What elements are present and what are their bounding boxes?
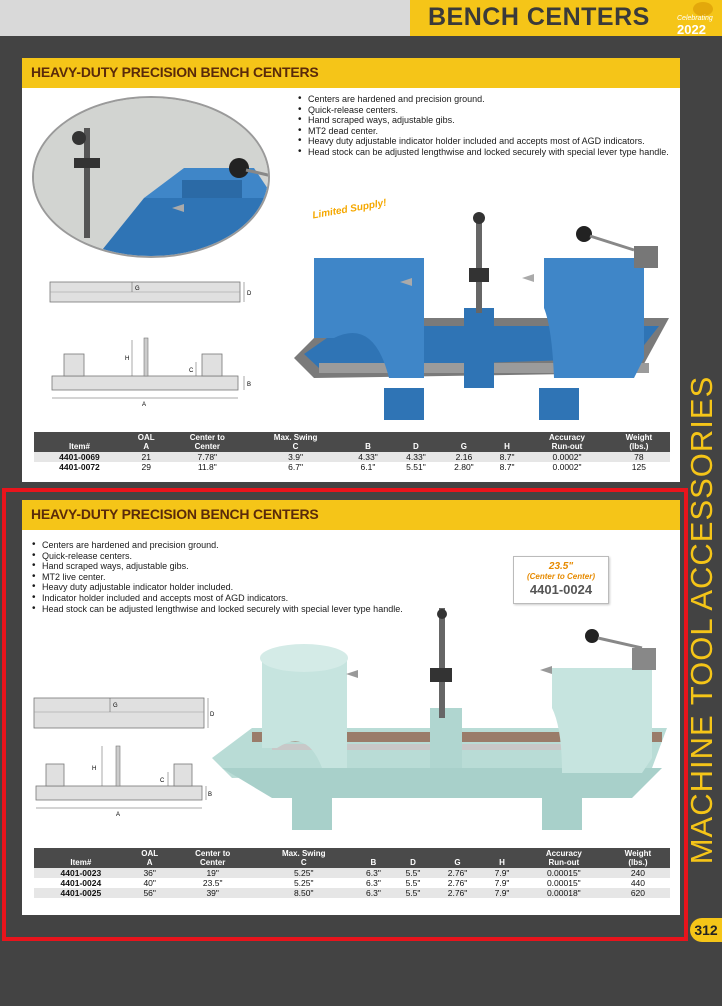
col-header-item: Item# [34, 432, 125, 452]
table-row: 4401-0023 36" 19" 5.25" 6.3" 5.5" 2.76" … [34, 868, 670, 878]
table-row: 4401-0072 29 11.8" 6.7" 6.1" 5.51" 2.80"… [34, 462, 670, 472]
dim-c-label: C [189, 368, 194, 374]
dim-h-label: H [125, 356, 129, 362]
callout-model: 4401-0024 [529, 582, 593, 597]
panel-2-feature-list: Centers are hardened and precision groun… [31, 540, 451, 614]
product-panel-2: HEAVY-DUTY PRECISION BENCH CENTERS Cente… [22, 500, 680, 915]
feature-item: MT2 live center. [31, 572, 451, 583]
feature-item: Heavy duty adjustable indicator holder i… [297, 136, 677, 147]
header-accent [410, 0, 722, 36]
callout-length: 23.5" [548, 561, 574, 572]
table-row: 4401-0069 21 7.78" 3.9" 4.33" 4.33" 2.16… [34, 452, 670, 462]
table-row: 4401-0025 56" 39" 8.50" 6.3" 5.5" 2.76" … [34, 888, 670, 898]
feature-item: Hand scraped ways, adjustable gibs. [31, 561, 451, 572]
callout-note: (Center to Center) [526, 572, 595, 581]
dim-g-label: G [135, 286, 140, 292]
detail-zoom-image [32, 96, 270, 258]
col-header-item: Item# [34, 848, 128, 868]
col-header-g: G [439, 432, 488, 452]
category-label: MACHINE TOOL ACCESSORIES [684, 375, 719, 865]
panel-2-title-bar: HEAVY-DUTY PRECISION BENCH CENTERS [22, 500, 680, 530]
feature-item: MT2 dead center. [297, 126, 677, 137]
panel-1-feature-list: Centers are hardened and precision groun… [297, 94, 677, 158]
anniversary-label: Celebrating [677, 15, 713, 22]
col-header-weight: Weight(lbs.) [607, 432, 670, 452]
panel-1-title-bar: HEAVY-DUTY PRECISION BENCH CENTERS [22, 58, 680, 88]
col-header-b: B [353, 848, 394, 868]
feature-item: Quick-release centers. [31, 551, 451, 562]
category-sidebar: MACHINE TOOL ACCESSORIES [684, 376, 720, 865]
col-header-h: H [487, 432, 527, 452]
dim-c-label: C [160, 778, 165, 784]
col-header-b: B [343, 432, 392, 452]
dim-d-label: D [247, 291, 252, 297]
col-header-d: D [393, 848, 433, 868]
dim-g-label: G [113, 703, 118, 709]
swoosh-icon [693, 2, 713, 16]
feature-item: Centers are hardened and precision groun… [31, 540, 451, 551]
col-header-d: D [391, 432, 440, 452]
selection-highlight-frame [2, 488, 688, 941]
col-header-weight: Weight(lbs.) [605, 848, 670, 868]
page-number: 312 [690, 918, 722, 942]
table-row: 4401-0024 40" 23.5" 5.25" 6.3" 5.5" 2.76… [34, 878, 670, 888]
feature-item: Head stock can be adjusted lengthwise an… [31, 604, 451, 615]
col-header-h: H [482, 848, 522, 868]
dim-a-label: A [142, 402, 146, 408]
dim-b-label: B [208, 792, 212, 798]
feature-item: Heavy duty adjustable indicator holder i… [31, 582, 451, 593]
col-header-g: G [432, 848, 483, 868]
zoom-detail-illustration [34, 98, 268, 256]
feature-item: Indicator holder included and accepts mo… [31, 593, 451, 604]
product-image-1 [294, 212, 669, 420]
top-header-bar: BENCH CENTERS Celebrating 2022 [0, 0, 722, 37]
feature-item: Quick-release centers. [297, 105, 677, 116]
page-title: BENCH CENTERS [428, 3, 650, 31]
dim-a-label: A [116, 812, 120, 818]
panel-2-title: HEAVY-DUTY PRECISION BENCH CENTERS [31, 506, 319, 522]
feature-item: Hand scraped ways, adjustable gibs. [297, 115, 677, 126]
anniversary-year: 2022 [677, 22, 706, 37]
dim-d-label: D [210, 712, 215, 718]
dimension-diagram-1: G D H C B A [49, 281, 252, 408]
panel-1-title: HEAVY-DUTY PRECISION BENCH CENTERS [31, 64, 319, 80]
model-callout: 23.5" (Center to Center) 4401-0024 [513, 556, 609, 604]
anniversary-badge: Celebrating 2022 [675, 2, 721, 37]
product-image-2 [212, 608, 667, 830]
dimension-diagram-2: G D H C B A [33, 697, 215, 818]
feature-item: Centers are hardened and precision groun… [297, 94, 677, 105]
feature-item: Head stock can be adjusted lengthwise an… [297, 147, 677, 158]
product-panel-1: HEAVY-DUTY PRECISION BENCH CENTERS Cente… [22, 58, 680, 482]
dim-b-label: B [247, 382, 251, 388]
dim-h-label: H [92, 766, 96, 772]
